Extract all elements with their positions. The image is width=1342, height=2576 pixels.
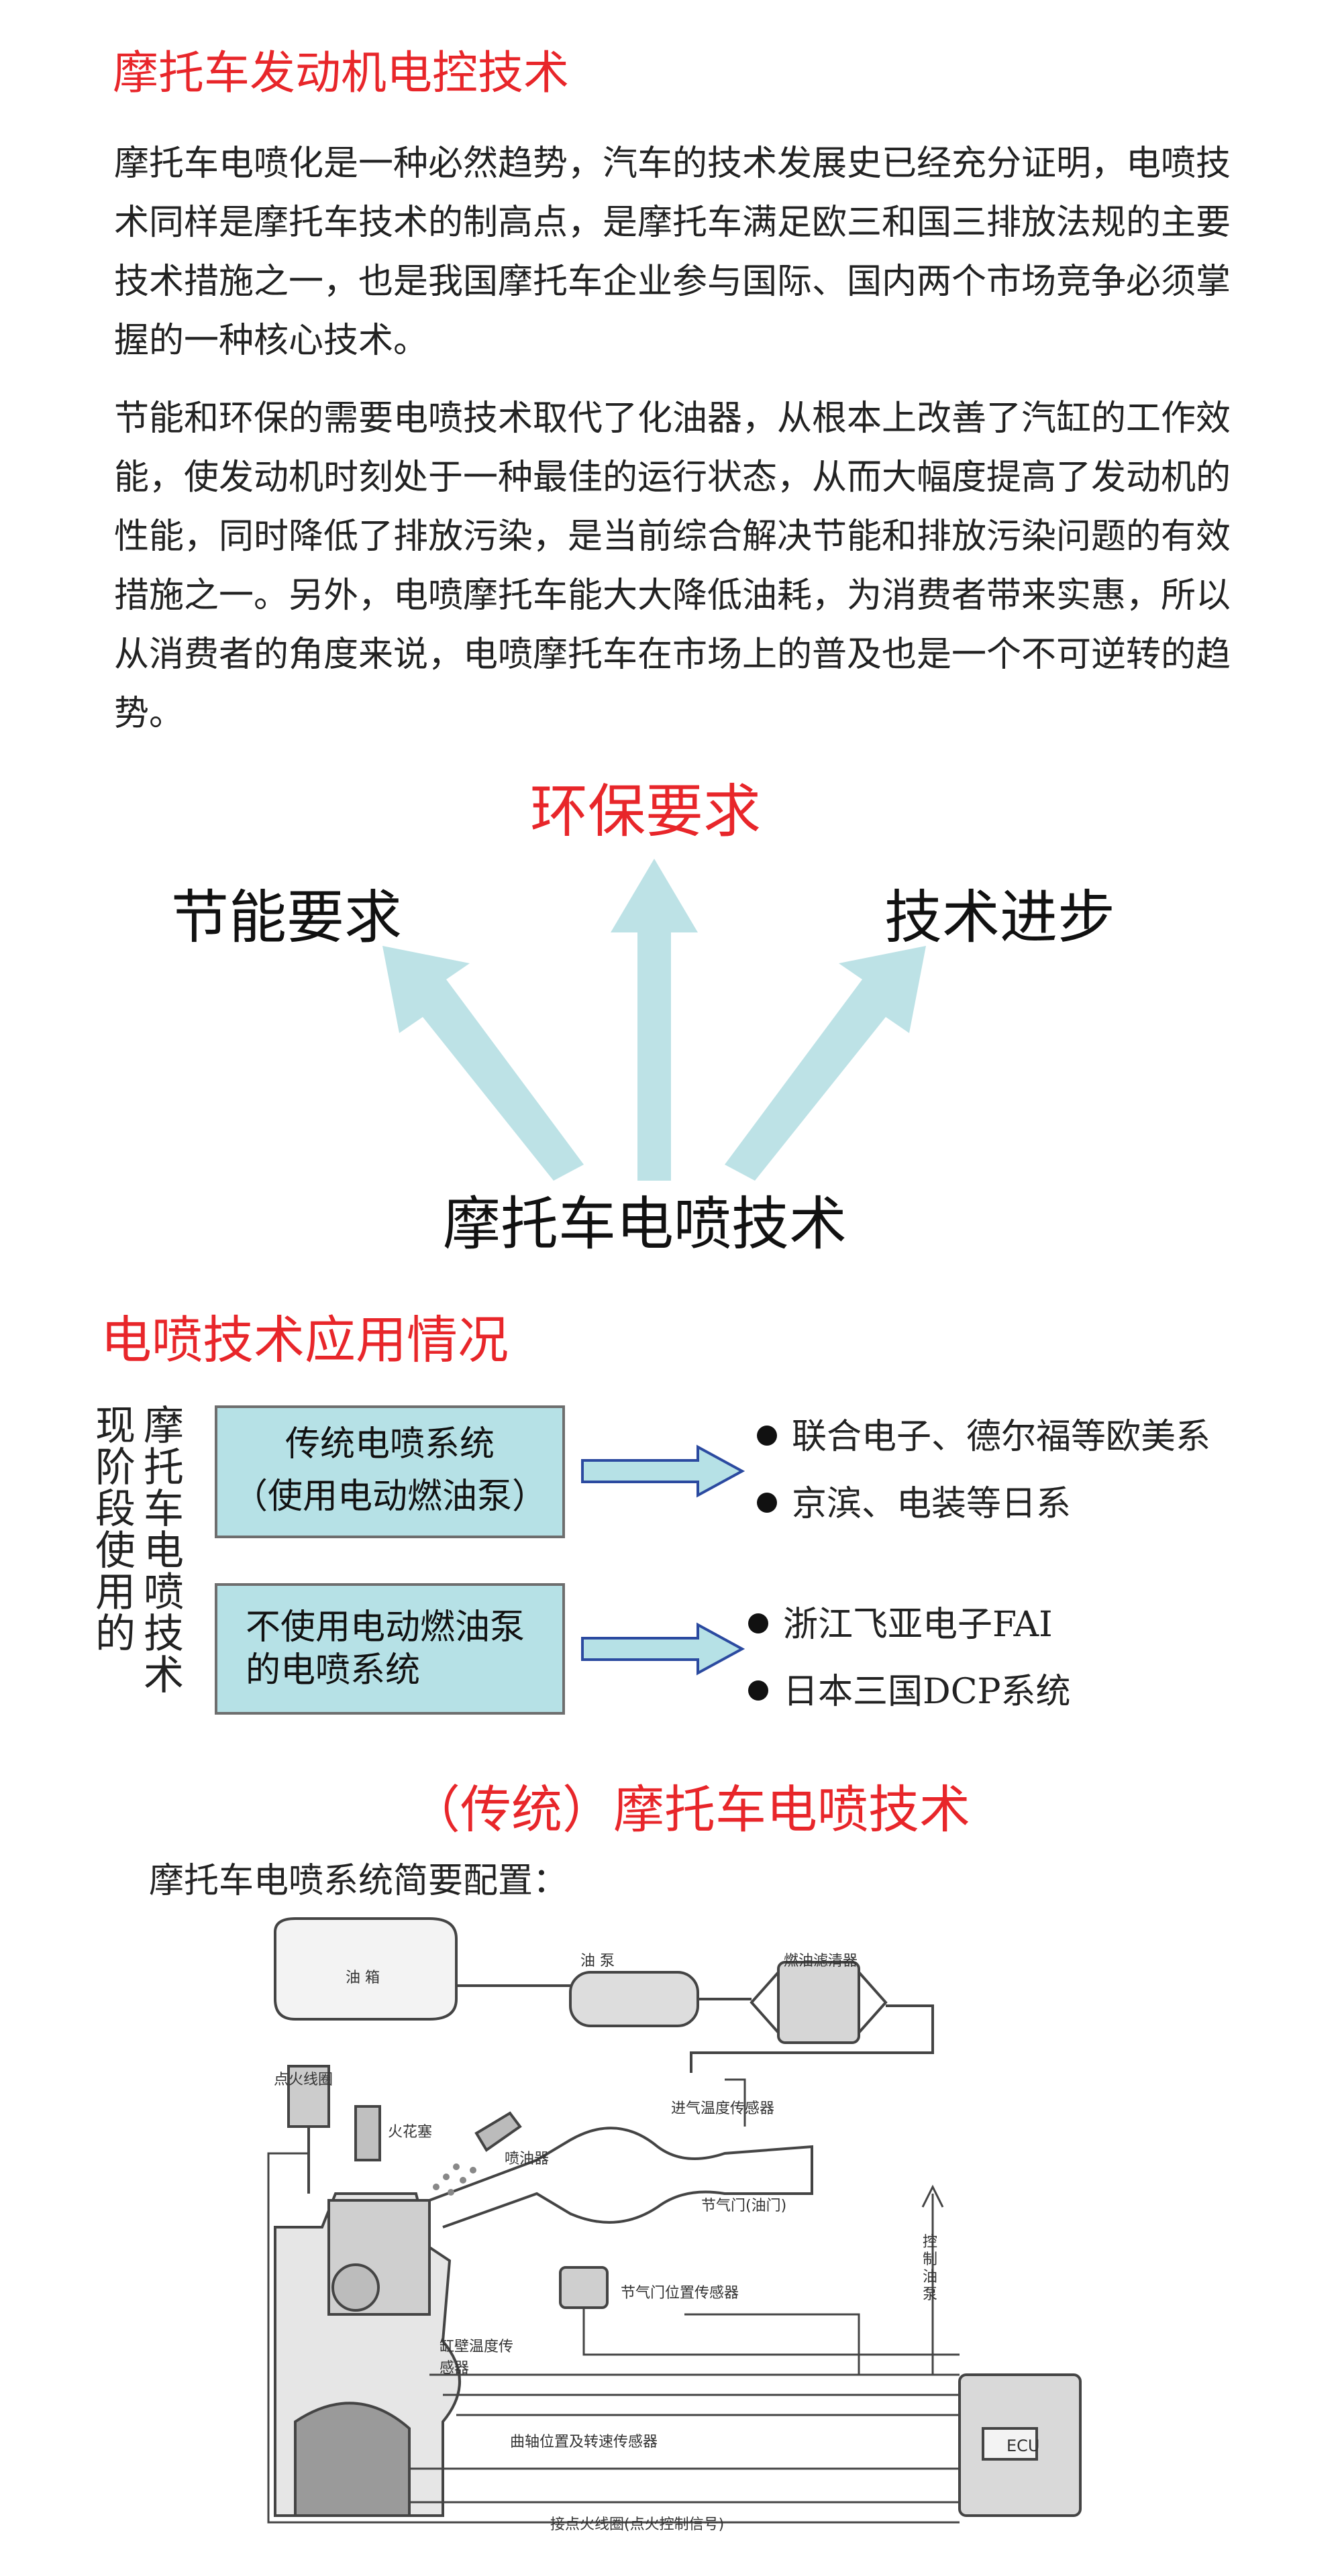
schematic-intro: 摩托车电喷系统简要配置： xyxy=(149,1861,568,1901)
left-requirement-label: 节能要求 xyxy=(171,884,402,951)
vertical-char: 用 xyxy=(95,1569,136,1616)
box-line: （使用电动燃油泵） xyxy=(232,1477,547,1517)
vertical-char: 术 xyxy=(144,1652,184,1699)
paragraph-2: 节能和环保的需要电喷技术取代了化油器，从根本上改善了汽缸的工作效能，使发动机时刻… xyxy=(114,398,1231,734)
efi-schematic xyxy=(267,1917,1082,2524)
application-title: 电喷技术应用情况 xyxy=(101,1310,509,1370)
bullet-item: 浙江飞亚电子FAI xyxy=(748,1603,1053,1646)
right-diagonal-arrow xyxy=(725,946,926,1181)
bullet-text: 日本三国DCP系统 xyxy=(783,1672,1071,1712)
bullet-icon xyxy=(748,1680,768,1701)
page-title: 摩托车发动机电控技术 xyxy=(113,47,570,100)
arrow-right-icon xyxy=(581,1622,745,1676)
vertical-char: 车 xyxy=(144,1486,184,1533)
vertical-char: 摩 xyxy=(144,1403,184,1450)
vertical-label-col2: 摩 托 车 电 喷 技 术 xyxy=(142,1405,185,1697)
bullet-icon xyxy=(757,1492,777,1513)
label-spark-plug: 火花塞 xyxy=(388,2124,433,2141)
bullet-item: 京滨、电装等日系 xyxy=(757,1483,1071,1525)
label-throttle: 节气门(油门) xyxy=(701,2198,787,2214)
traditional-title: （传统）摩托车电喷技术 xyxy=(409,1780,970,1839)
center-technology-label: 摩托车电喷技术 xyxy=(443,1191,847,1258)
box-line: 不使用电动燃油泵 xyxy=(246,1607,525,1648)
center-up-arrow xyxy=(611,859,698,1181)
traditional-efi-box: 传统电喷系统 （使用电动燃油泵） xyxy=(215,1405,565,1538)
paragraph-1: 摩托车电喷化是一种必然趋势，汽车的技术发展史已经充分证明，电喷技术同样是摩托车技… xyxy=(114,144,1231,361)
vertical-char: 的 xyxy=(95,1611,136,1658)
box-line: 的电喷系统 xyxy=(246,1650,421,1690)
vertical-char: 托 xyxy=(144,1444,184,1491)
top-requirement-label: 环保要求 xyxy=(530,778,761,845)
vertical-char: 技 xyxy=(144,1611,184,1658)
box-line: 传统电喷系统 xyxy=(285,1424,495,1464)
label-crank-sensor: 曲轴位置及转速传感器 xyxy=(510,2434,658,2451)
bullet-item: 日本三国DCP系统 xyxy=(748,1670,1070,1713)
bullet-item: 联合电子、德尔福等欧美系 xyxy=(757,1415,1210,1458)
label-intake-temp-sensor: 进气温度传感器 xyxy=(671,2100,775,2117)
vertical-label-col1: 现 阶 段 使 用 的 xyxy=(94,1405,137,1655)
label-injector: 喷油器 xyxy=(505,2151,550,2167)
label-fuel-tank: 油 箱 xyxy=(346,1970,380,1986)
vertical-char: 段 xyxy=(95,1486,136,1533)
left-diagonal-arrow xyxy=(382,946,584,1181)
bullet-text: 浙江飞亚电子FAI xyxy=(783,1605,1053,1645)
arrow-right-icon xyxy=(581,1444,745,1498)
bullet-icon xyxy=(748,1613,768,1633)
label-fuel-filter: 燃油滤清器 xyxy=(784,1953,858,1970)
driver-arrows xyxy=(382,859,926,1181)
bullet-text: 联合电子、德尔福等欧美系 xyxy=(792,1417,1211,1457)
label-tps: 节气门位置传感器 xyxy=(621,2285,739,2302)
label-ignition-coil: 点火线圈 xyxy=(274,2072,333,2088)
label-fuel-pump: 油 泵 xyxy=(580,1953,615,1970)
no-pump-efi-box: 不使用电动燃油泵 的电喷系统 xyxy=(215,1583,565,1715)
bullet-icon xyxy=(757,1425,777,1446)
label-ignition-signal: 接点火线圈(点火控制信号) xyxy=(550,2516,725,2533)
label-wall-temp-sensor: 缸壁温度传感器 xyxy=(440,2339,514,2377)
vertical-char: 电 xyxy=(144,1527,184,1574)
vertical-char: 使 xyxy=(95,1527,136,1574)
label-pump-control: 控制油泵 xyxy=(923,2234,938,2303)
bullet-text: 京滨、电装等日系 xyxy=(792,1484,1072,1524)
vertical-char: 阶 xyxy=(95,1444,136,1491)
right-requirement-label: 技术进步 xyxy=(884,884,1115,951)
vertical-char: 现 xyxy=(95,1403,136,1450)
label-ecu: ECU xyxy=(1007,2436,1040,2455)
vertical-char: 喷 xyxy=(144,1569,184,1616)
